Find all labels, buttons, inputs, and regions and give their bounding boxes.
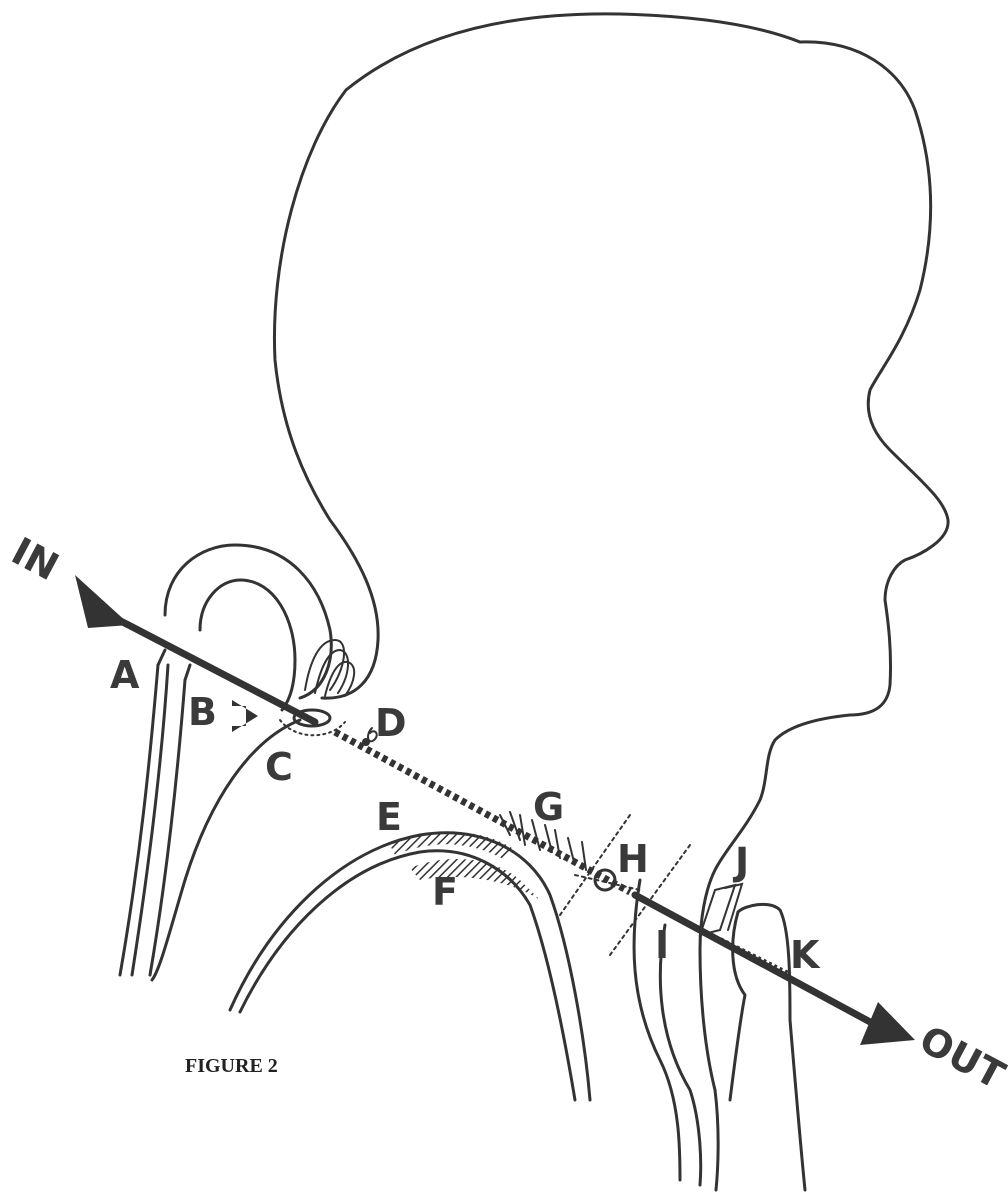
shoulder-arch <box>230 832 590 1100</box>
label-f: F <box>432 870 458 914</box>
label-c: C <box>265 745 293 789</box>
label-d: D <box>375 701 407 745</box>
label-j: J <box>732 840 749 884</box>
label-b: B <box>188 690 217 734</box>
b-arrow-icon <box>232 700 258 732</box>
label-h: H <box>617 837 649 881</box>
outgoing-ray <box>635 895 885 1030</box>
figure-caption: FIGURE 2 <box>185 1055 278 1077</box>
label-a: A <box>110 653 140 697</box>
ear-folds <box>305 640 354 696</box>
label-g: G <box>533 785 564 829</box>
d-dot <box>362 738 370 746</box>
label-k: K <box>790 933 821 977</box>
label-e: E <box>376 795 402 839</box>
label-i: I <box>655 923 669 967</box>
left-channels <box>120 650 190 975</box>
in-label: IN <box>5 529 66 589</box>
out-label: OUT <box>913 1017 1008 1098</box>
in-arrowhead <box>75 575 130 628</box>
